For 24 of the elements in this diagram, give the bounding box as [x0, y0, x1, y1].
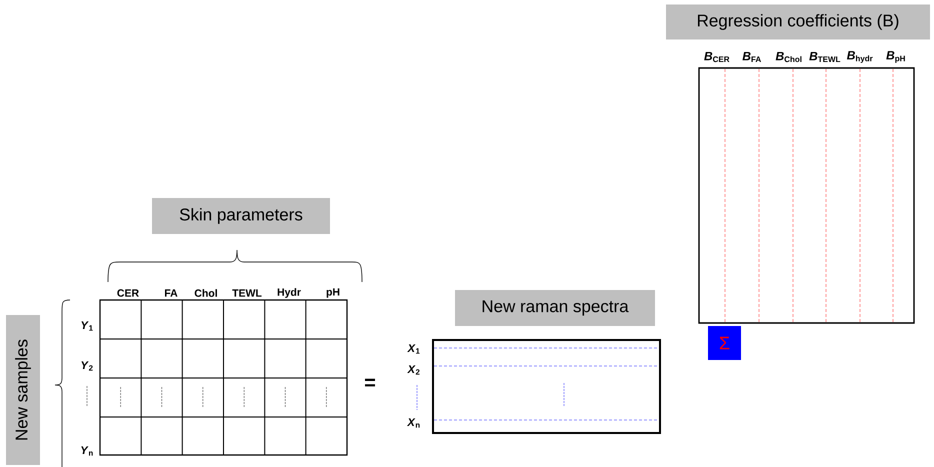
row-label: X$_{2}$ — [407, 365, 420, 375]
coefficient-label: B$_{Chol}$ — [776, 52, 802, 62]
equals-sign: = — [365, 378, 376, 386]
row-label: Y$_{2}$ — [81, 361, 93, 371]
column-header: Hydr — [278, 288, 301, 298]
column-header: CER — [117, 289, 139, 297]
row-label: X$_{1}$ — [407, 344, 420, 354]
coefficient-label: B$_{FA}$ — [742, 52, 761, 62]
row-label: Y$_{n}$ — [81, 446, 93, 456]
column-header: Chol — [194, 289, 217, 297]
sum-box: Σ — [708, 326, 741, 360]
coefficient-label: B$_{TEWL}$ — [809, 52, 840, 62]
coefficient-label: B$_{pH}$ — [886, 51, 905, 63]
row-label: Y$_{1}$ — [81, 321, 93, 331]
column-header: TEWL — [232, 289, 262, 297]
coefficient-label: B$_{hydr}$ — [846, 51, 873, 63]
column-header: pH — [326, 288, 340, 298]
title-box: New samples — [6, 315, 40, 465]
title-box: Skin parameters — [152, 198, 330, 234]
title-box: New raman spectra — [455, 290, 655, 326]
title-box: Regression coefficients (B) — [666, 4, 930, 40]
column-header: FA — [165, 289, 178, 297]
coefficient-label: B$_{CER}$ — [704, 52, 730, 62]
row-label: X$_{n}$ — [406, 418, 420, 428]
